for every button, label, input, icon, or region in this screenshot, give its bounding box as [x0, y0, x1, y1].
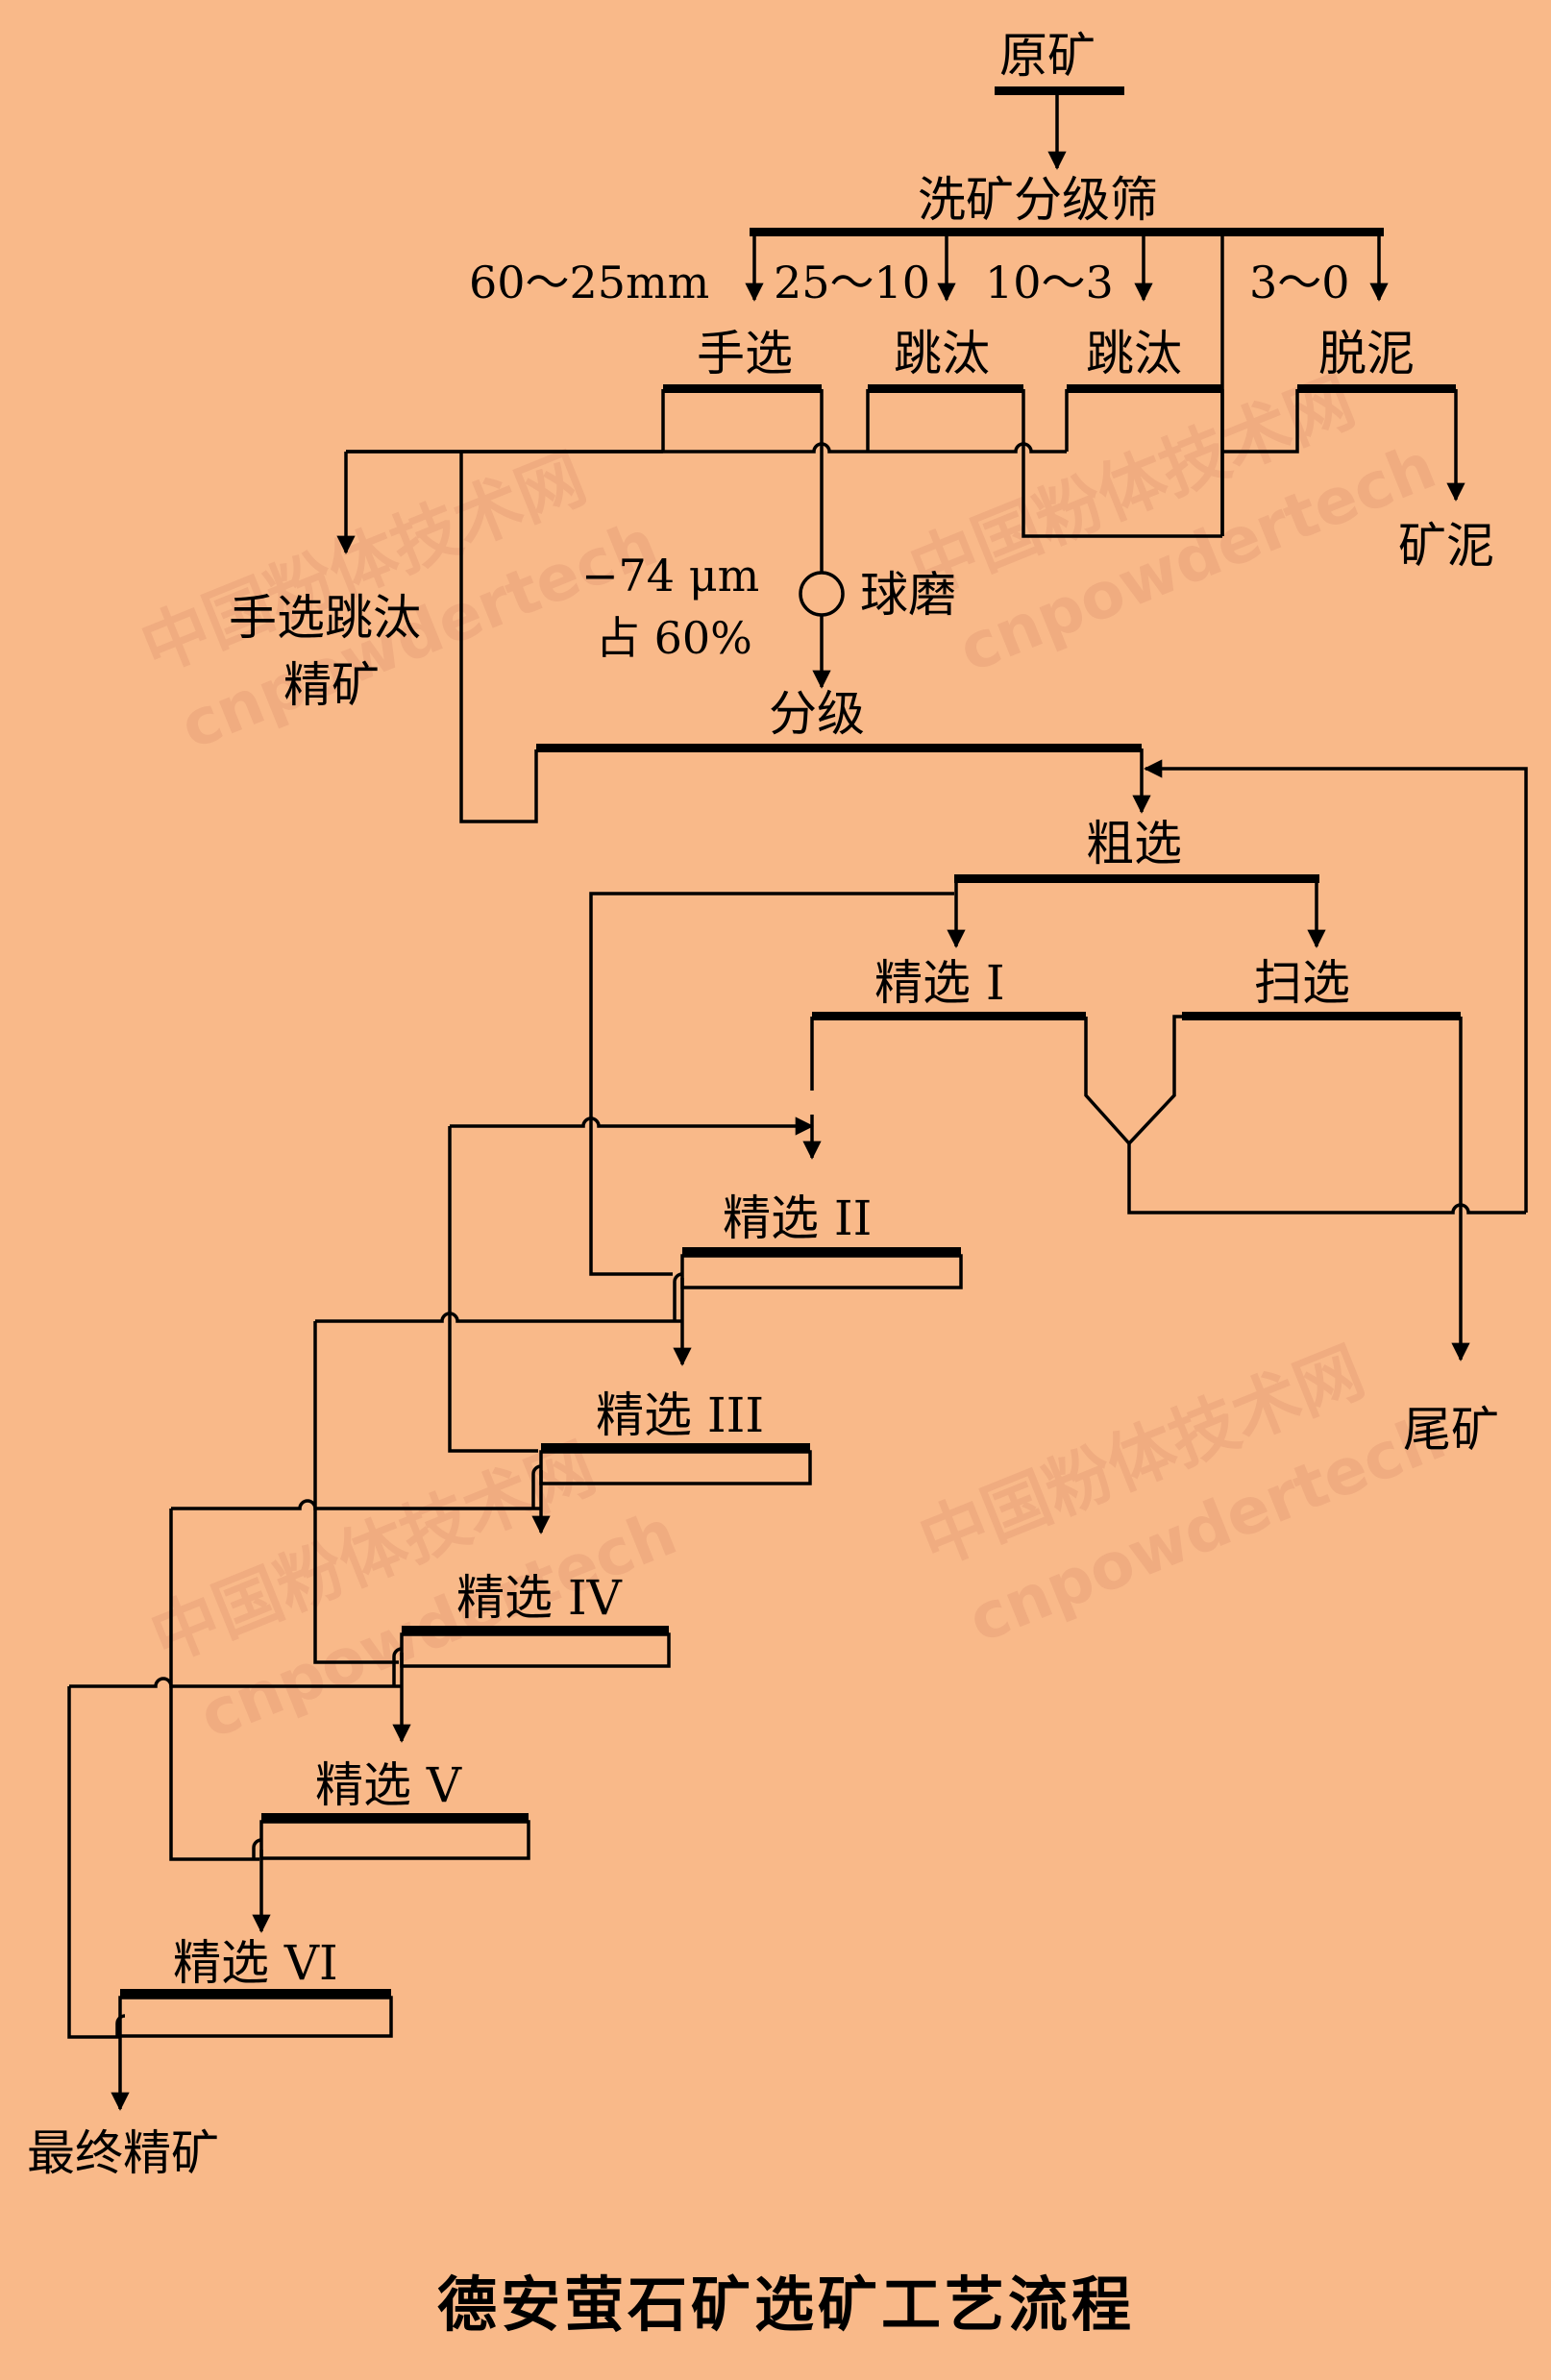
raw-ore-label: 原矿 — [999, 28, 1096, 84]
hand-jig-conc-line — [346, 389, 1069, 552]
clean3-label: 精选 III — [596, 1387, 764, 1443]
hopper-outlet — [1127, 1143, 1526, 1215]
hand-jig-conc-label-1: 手选跳汰 — [229, 590, 421, 646]
clean4-bar — [402, 1626, 669, 1634]
classify-coarse-return — [459, 452, 538, 823]
clean4-conc-down — [392, 1647, 403, 1686]
clean1-label: 精选 I — [874, 955, 1005, 1011]
clean3-bar — [541, 1443, 810, 1452]
size-label-4: 3～0 — [1249, 257, 1350, 308]
jig1-tail — [1022, 389, 1222, 538]
desliming-bar — [1297, 384, 1456, 393]
clean6-bar — [120, 1989, 391, 1998]
clean3-tail-return — [313, 1321, 399, 1664]
rougher-label: 粗选 — [1086, 816, 1182, 871]
screen-bar — [750, 228, 1384, 236]
classify-label: 分级 — [769, 686, 865, 742]
scavenger-return-line — [1144, 759, 1528, 1213]
hand-jig-conc-label-2: 精矿 — [283, 657, 380, 713]
size-label-1: 60～25mm — [469, 257, 709, 308]
clean2-conc-down — [673, 1272, 683, 1321]
tailings-label: 尾矿 — [1403, 1402, 1499, 1458]
clean2-feed-line — [450, 1116, 814, 1136]
slime-label: 矿泥 — [1398, 518, 1494, 574]
jig1-bar — [868, 384, 1023, 393]
clean2-tail-return — [448, 1126, 538, 1453]
tailings-hopper — [1084, 1015, 1182, 1146]
clean4-label: 精选 IV — [456, 1570, 623, 1626]
desliming-label: 脱泥 — [1318, 326, 1415, 381]
size-label-3: 10～3 — [985, 257, 1114, 308]
clean6-label: 精选 VI — [173, 1935, 338, 1991]
hand-sort-label: 手选 — [697, 326, 793, 381]
classify-bar — [536, 744, 1142, 752]
clean1-bar — [812, 1012, 1086, 1020]
final-conc-label: 最终精矿 — [27, 2125, 219, 2181]
ball-mill-symbol — [799, 571, 845, 617]
clean6-box — [118, 1996, 393, 2038]
clean2-box — [680, 1254, 963, 1289]
scavenger-bar — [1182, 1012, 1461, 1020]
raw-ore-bar — [995, 86, 1124, 95]
clean4-tail-return — [169, 1509, 259, 1861]
desliming-loop — [1222, 389, 1299, 454]
screen-label: 洗矿分级筛 — [918, 172, 1158, 228]
size-label-2: 25～10 — [774, 257, 930, 308]
clean5-label: 精选 V — [315, 1757, 462, 1813]
grind-label-1: −74 μm — [581, 550, 759, 601]
clean5-conc-down — [252, 1838, 262, 1859]
jig2-bar — [1067, 384, 1222, 393]
grind-label-2: 占 60% — [596, 612, 752, 664]
scavenger-label: 扫选 — [1254, 955, 1350, 1011]
clean2-bar — [682, 1247, 961, 1256]
rougher-recycle-loop — [589, 892, 954, 1276]
clean3-tail-loop — [315, 1312, 682, 1323]
figure-caption: 德安萤石矿选矿工艺流程 — [437, 2270, 1135, 2340]
watermark: 中国粉体技术网 cnpowdertech 中国粉体技术网 cnpowdertec… — [131, 361, 1456, 1754]
jig1-label: 跳汰 — [894, 326, 990, 381]
rougher-bar — [954, 874, 1319, 883]
clean6-conc-down — [115, 2014, 126, 2037]
clean6-tail-return — [67, 1686, 120, 2039]
clean5-box — [259, 1820, 530, 1860]
ball-mill-label: 球磨 — [860, 567, 956, 623]
clean2-label: 精选 II — [723, 1190, 872, 1246]
clean3-conc-down — [531, 1464, 542, 1509]
clean5-bar — [261, 1813, 529, 1822]
hand-sort-bar — [663, 384, 822, 393]
jig2-label: 跳汰 — [1086, 326, 1182, 381]
